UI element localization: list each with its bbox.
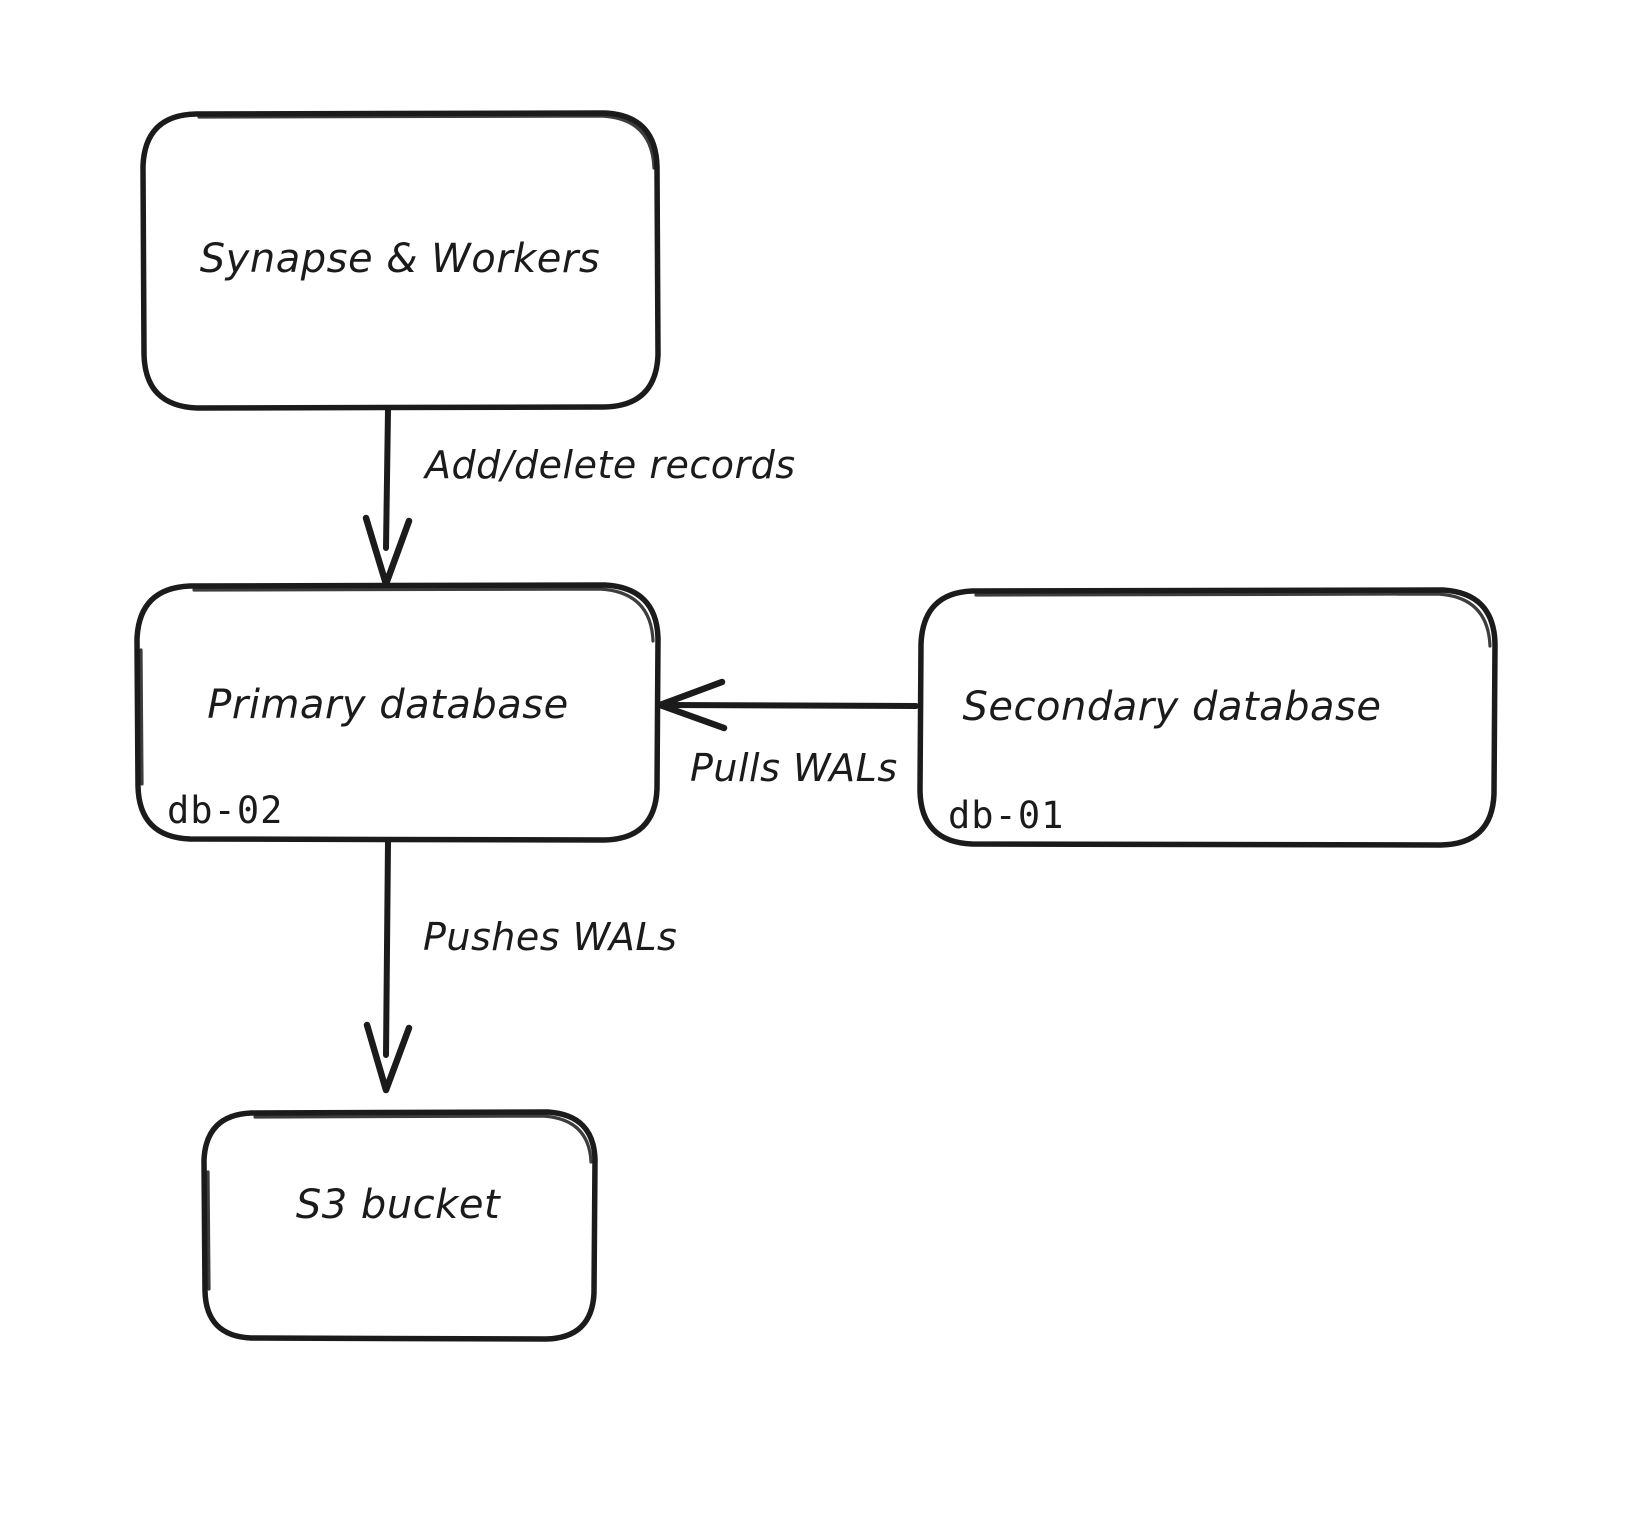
node-secondary-database-outline-ghost	[974, 592, 1492, 648]
node-primary-database-outline	[134, 582, 661, 843]
node-secondary-database-outline	[917, 587, 1498, 848]
edge-primary-to-s3-label: Pushes WALs	[423, 915, 677, 959]
edge-secondary-to-primary-arrowhead	[656, 678, 728, 732]
edge-primary-to-s3-arrowhead	[363, 1021, 413, 1094]
edge-secondary-to-primary[interactable]: Pulls WALs	[656, 678, 919, 790]
edge-synapse-to-primary-label: Add/delete records	[422, 443, 796, 487]
edge-synapse-to-primary[interactable]: Add/delete records	[362, 407, 796, 588]
edge-primary-to-s3[interactable]: Pushes WALs	[363, 839, 677, 1094]
node-synapse-workers-outline-ghost	[197, 114, 656, 170]
node-synapse-workers-outline	[140, 110, 661, 411]
node-synapse-workers-label: Synapse & Workers	[200, 236, 600, 282]
node-synapse-workers[interactable]: Synapse & Workers	[140, 110, 661, 411]
edge-primary-to-s3-line	[383, 839, 391, 1058]
node-primary-database-label: Primary database	[207, 682, 568, 728]
node-s3-bucket[interactable]: S3 bucket	[201, 1109, 598, 1342]
edge-synapse-to-primary-line	[383, 407, 391, 551]
node-secondary-database[interactable]: Secondary database db-01	[917, 587, 1498, 848]
node-s3-bucket-label: S3 bucket	[296, 1182, 501, 1228]
edge-secondary-to-primary-label: Pulls WALs	[690, 746, 898, 790]
node-primary-database-sublabel: db-02	[167, 789, 283, 832]
node-secondary-database-label: Secondary database	[963, 684, 1382, 730]
node-s3-bucket-outline	[201, 1109, 598, 1342]
node-primary-database-outline-ghost	[139, 587, 655, 786]
node-s3-bucket-outline-ghost	[206, 1114, 593, 1291]
edge-secondary-to-primary-line	[664, 702, 919, 709]
node-secondary-database-sublabel: db-01	[948, 794, 1064, 837]
node-primary-database[interactable]: Primary database db-02	[134, 582, 661, 843]
